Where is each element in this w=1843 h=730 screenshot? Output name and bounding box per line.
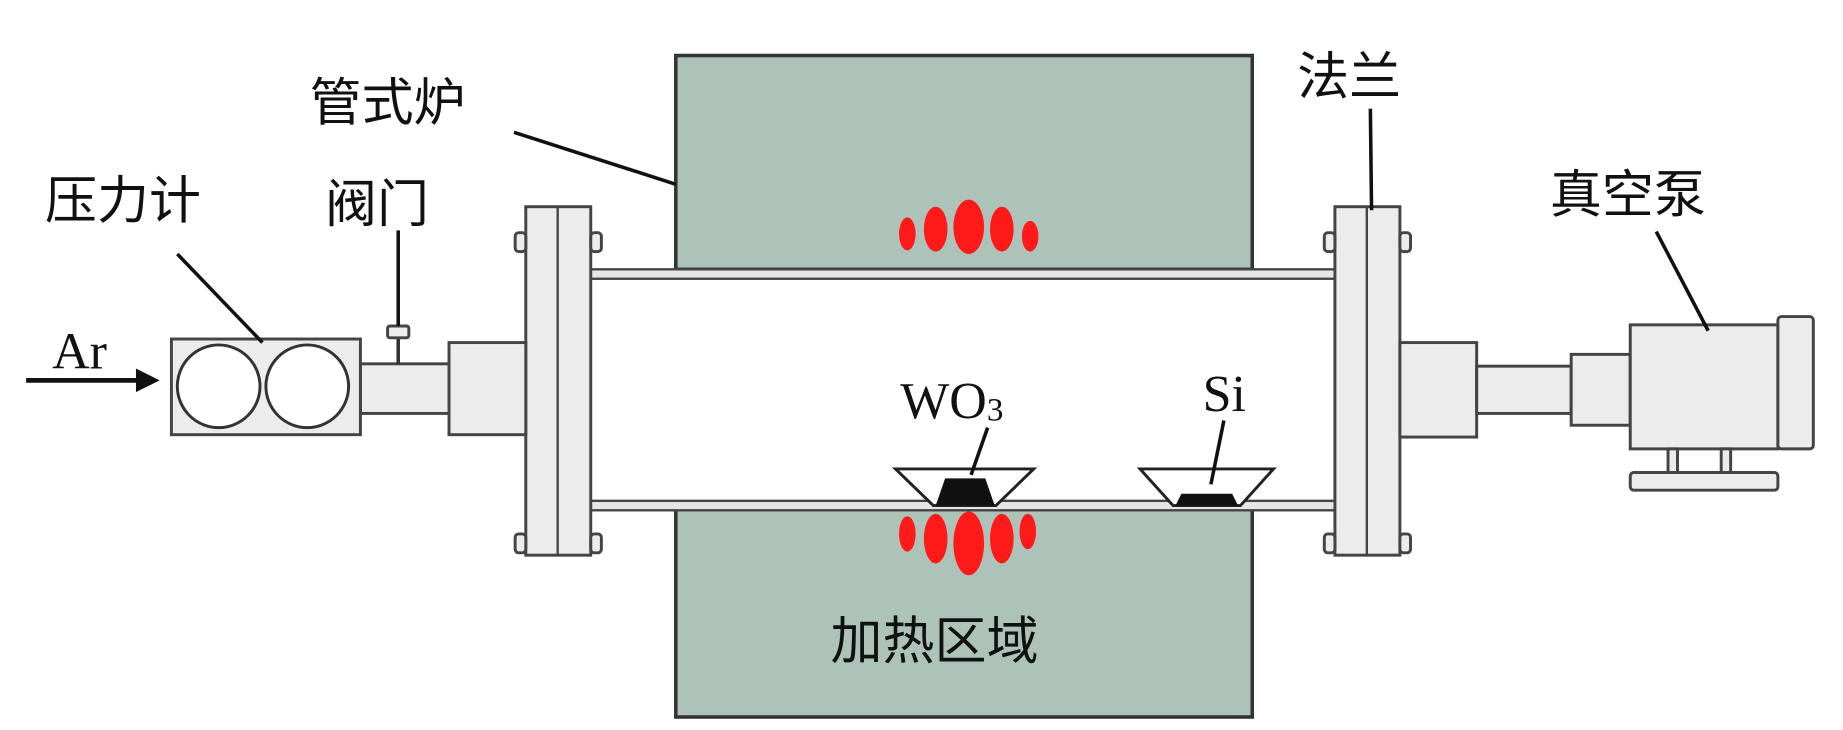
inlet-pipe: [358, 362, 451, 415]
label-tube-furnace: 管式炉: [310, 73, 466, 133]
vacuum-pump-icon: [1628, 315, 1815, 492]
label-heating-zone: 加热区域: [831, 612, 1039, 672]
label-substrate: Si: [1203, 366, 1246, 423]
label-valve: 阀门: [325, 175, 429, 235]
label-vacuum-pump: 真空泵: [1550, 166, 1706, 226]
outlet-pipe: [1475, 364, 1573, 415]
pump-coupling: [1569, 352, 1632, 427]
leader-vacuum-pump: [1654, 230, 1710, 332]
flange-right: [1322, 205, 1413, 557]
flange-left: [513, 205, 603, 557]
gas-inlet-arrow-icon: [26, 368, 160, 393]
heat-spots-bottom: [899, 511, 1037, 576]
outlet-connector: [1398, 341, 1479, 439]
si-boat: [1136, 467, 1277, 508]
leader-pressure-gauge: [176, 252, 264, 344]
inlet-connector: [447, 341, 528, 437]
label-gas-inlet: Ar: [52, 324, 107, 381]
leader-tube-furnace: [513, 130, 677, 186]
pressure-gauge-icon: [169, 337, 362, 437]
valve-icon: [386, 324, 411, 364]
leader-wo3: [969, 427, 990, 476]
label-wo: WO: [900, 373, 987, 430]
label-flange: 法兰: [1297, 47, 1401, 107]
leader-flange: [1368, 108, 1374, 211]
label-wo3-subscript: 3: [987, 393, 1004, 429]
label-source-material: WO3: [900, 373, 1003, 430]
leader-si: [1209, 420, 1226, 485]
heat-spots-top: [899, 199, 1039, 254]
label-pressure-gauge: 压力计: [45, 172, 201, 232]
wo3-boat: [891, 467, 1038, 508]
